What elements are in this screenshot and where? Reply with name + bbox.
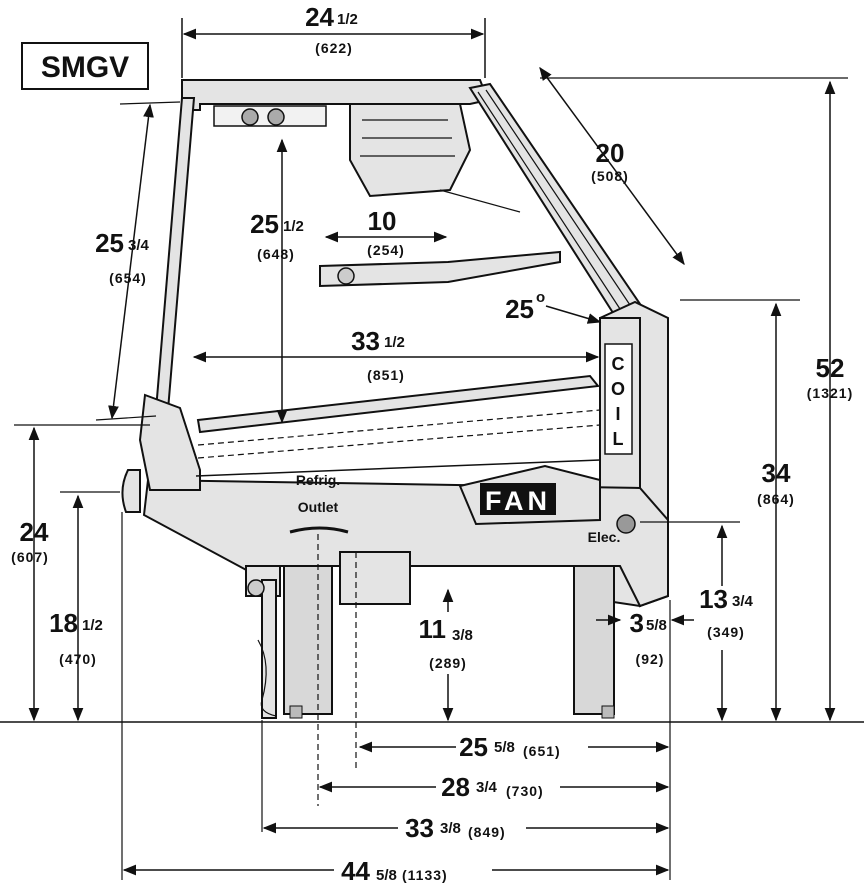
svg-text:5/8: 5/8 xyxy=(376,867,397,884)
outlet-label: Outlet xyxy=(298,499,339,515)
dimension-labels: 24 1/2 (622) 20 (508) 25 3/4 (654) 25 1/… xyxy=(11,2,853,886)
dim-rear-offset: 3 5/8 (92) xyxy=(630,608,667,667)
svg-text:1/2: 1/2 xyxy=(82,617,103,634)
svg-text:25: 25 xyxy=(95,228,124,258)
dim-inner-height: 25 1/2 (648) xyxy=(250,209,304,262)
svg-text:3/4: 3/4 xyxy=(128,237,150,254)
svg-text:11: 11 xyxy=(419,614,447,644)
svg-text:10: 10 xyxy=(368,206,397,236)
svg-text:3/4: 3/4 xyxy=(732,593,754,610)
svg-text:(730): (730) xyxy=(506,783,544,799)
dim-glass: 20 (508) xyxy=(591,138,629,184)
coil-letter-i: I xyxy=(615,404,620,424)
svg-text:34: 34 xyxy=(762,458,791,488)
elec-label: Elec. xyxy=(588,529,621,545)
svg-text:FAN: FAN xyxy=(485,486,551,516)
dim-base-c: 33 3/8 (849) xyxy=(405,813,506,843)
case-body: FAN xyxy=(121,79,669,719)
dim-rear-height: 34 (864) xyxy=(757,458,795,507)
dim-front-24: 24 (607) xyxy=(11,517,49,565)
svg-text:(654): (654) xyxy=(109,270,147,286)
svg-text:44: 44 xyxy=(341,856,370,886)
svg-text:(651): (651) xyxy=(523,743,561,759)
svg-text:3/8: 3/8 xyxy=(440,820,461,837)
svg-text:(648): (648) xyxy=(257,246,295,262)
svg-text:3/4: 3/4 xyxy=(476,779,498,796)
dim-left-glass: 25 3/4 (654) xyxy=(95,228,149,286)
svg-text:(470): (470) xyxy=(59,651,97,667)
model-label: SMGV xyxy=(21,42,149,90)
svg-text:o: o xyxy=(536,289,545,306)
dimension-lines xyxy=(14,18,848,880)
svg-text:25: 25 xyxy=(459,732,488,762)
dim-base-d: 44 5/8 (1133) xyxy=(341,856,448,886)
svg-text:5/8: 5/8 xyxy=(494,739,515,756)
svg-text:3/8: 3/8 xyxy=(452,627,473,644)
svg-text:18: 18 xyxy=(49,608,78,638)
svg-text:25: 25 xyxy=(505,294,534,324)
refrig-label: Refrig. xyxy=(296,472,340,488)
svg-text:1/2: 1/2 xyxy=(337,11,358,28)
coil-letter-l: L xyxy=(613,429,624,449)
svg-text:(92): (92) xyxy=(636,651,665,667)
svg-text:(864): (864) xyxy=(757,491,795,507)
svg-text:52: 52 xyxy=(816,353,845,383)
svg-text:(349): (349) xyxy=(707,624,745,640)
svg-text:(849): (849) xyxy=(468,824,506,840)
coil-letter-o: O xyxy=(611,379,625,399)
svg-text:(254): (254) xyxy=(367,242,405,258)
svg-text:25: 25 xyxy=(250,209,279,239)
svg-text:33: 33 xyxy=(405,813,434,843)
svg-text:28: 28 xyxy=(441,772,470,802)
svg-text:(607): (607) xyxy=(11,549,49,565)
dim-front-18: 18 1/2 (470) xyxy=(49,608,103,667)
svg-text:1/2: 1/2 xyxy=(283,218,304,235)
dim-refrig-height: 11 3/8 (289) xyxy=(419,614,473,671)
dim-shelf: 10 (254) xyxy=(367,206,405,258)
svg-text:13: 13 xyxy=(699,584,728,614)
dim-angle: 25 o xyxy=(505,289,545,324)
dim-top-width: 24 1/2 (622) xyxy=(305,2,358,56)
dim-base-a: 25 5/8 (651) xyxy=(459,732,561,762)
svg-text:5/8: 5/8 xyxy=(646,617,667,634)
svg-text:(851): (851) xyxy=(367,367,405,383)
dim-base-b: 28 3/4 (730) xyxy=(441,772,544,802)
dim-total-height: 52 (1321) xyxy=(807,353,853,401)
svg-text:(1133): (1133) xyxy=(402,867,448,883)
svg-text:24: 24 xyxy=(305,2,334,32)
svg-text:3: 3 xyxy=(630,608,644,638)
svg-text:20: 20 xyxy=(596,138,625,168)
svg-text:(1321): (1321) xyxy=(807,385,853,401)
svg-text:(622): (622) xyxy=(315,40,353,56)
svg-text:(508): (508) xyxy=(591,168,629,184)
dim-deck-depth: 33 1/2 (851) xyxy=(351,326,405,383)
svg-text:24: 24 xyxy=(20,517,49,547)
svg-text:1/2: 1/2 xyxy=(384,334,405,351)
component-labels: Refrig. Outlet Elec. C O I L xyxy=(296,354,625,545)
dim-elec-height: 13 3/4 (349) xyxy=(699,584,753,640)
coil-letter-c: C xyxy=(612,354,625,374)
svg-text:33: 33 xyxy=(351,326,380,356)
svg-text:SMGV: SMGV xyxy=(41,51,129,84)
svg-text:(289): (289) xyxy=(429,655,467,671)
